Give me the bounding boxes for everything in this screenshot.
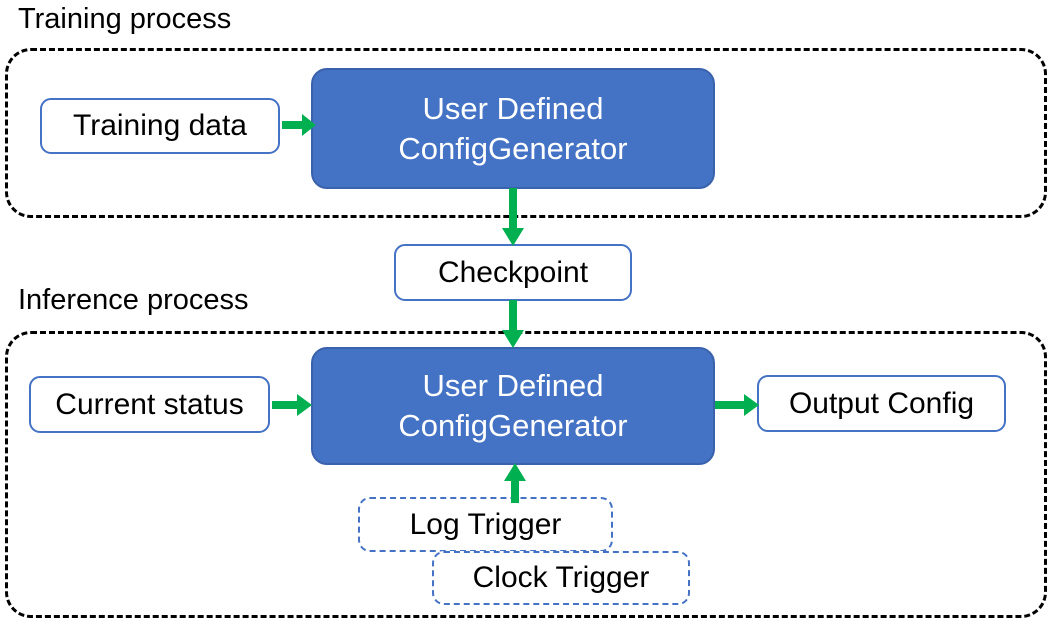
inference-generator-line1: User Defined <box>422 368 604 403</box>
current-status-label: Current status <box>55 387 244 421</box>
training-generator-line2: ConfigGenerator <box>398 130 628 166</box>
output-config-box[interactable]: Output Config <box>757 375 1006 432</box>
arrow-training-generator-to-checkpoint <box>498 188 528 246</box>
checkpoint-box[interactable]: Checkpoint <box>394 244 632 301</box>
current-status-box[interactable]: Current status <box>29 376 270 433</box>
inference-process-title: Inference process <box>18 284 249 316</box>
arrow-log-trigger-to-generator <box>500 463 530 503</box>
training-process-title: Training process <box>18 3 232 35</box>
training-data-box[interactable]: Training data <box>40 98 280 154</box>
arrow-training-data-to-generator <box>282 110 316 140</box>
training-generator-line1: User Defined <box>422 90 604 126</box>
inference-config-generator-box[interactable]: User Defined ConfigGenerator <box>311 347 715 465</box>
inference-generator-line2: ConfigGenerator <box>398 408 628 443</box>
arrow-generator-to-output-config <box>715 390 759 420</box>
arrow-checkpoint-to-inference-generator <box>498 300 528 348</box>
output-config-label: Output Config <box>788 386 975 420</box>
clock-trigger-box[interactable]: Clock Trigger <box>432 551 690 605</box>
inference-process-container <box>5 331 1047 618</box>
arrow-current-status-to-generator <box>272 390 312 420</box>
training-data-label: Training data <box>73 109 247 142</box>
clock-trigger-label: Clock Trigger <box>472 561 650 594</box>
log-trigger-label: Log Trigger <box>409 507 562 541</box>
checkpoint-label: Checkpoint <box>437 255 589 289</box>
log-trigger-box[interactable]: Log Trigger <box>358 497 613 552</box>
training-process-container <box>5 48 1047 218</box>
training-config-generator-box[interactable]: User Defined ConfigGenerator <box>311 68 715 189</box>
